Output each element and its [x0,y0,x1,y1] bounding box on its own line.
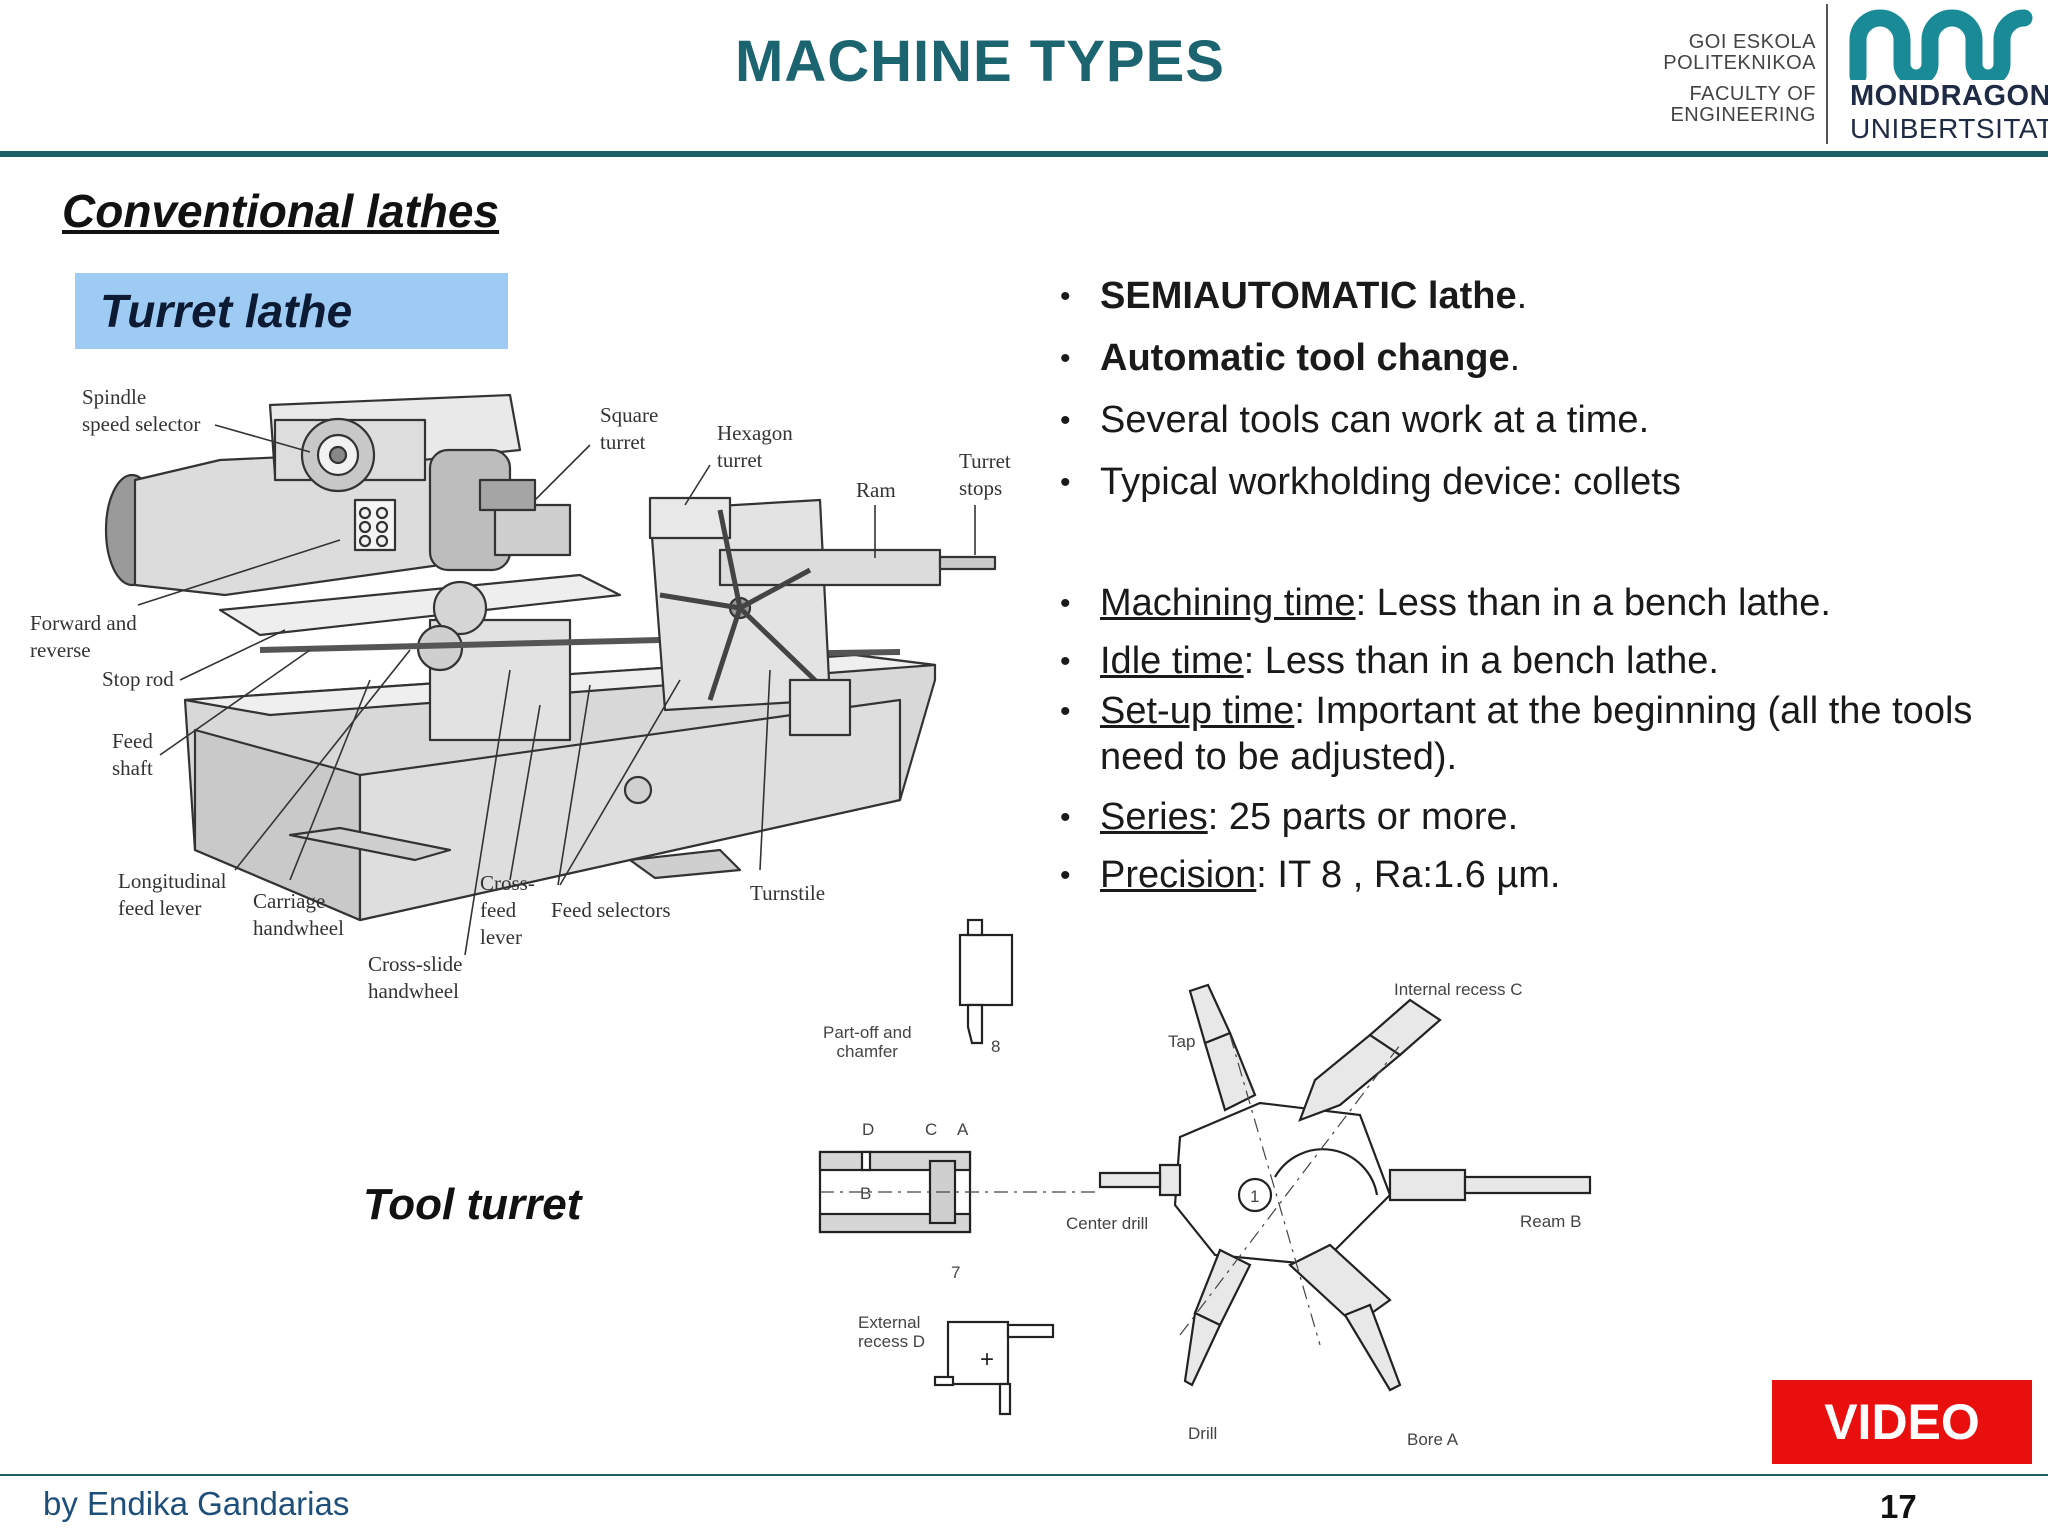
label-internal-recess: Internal recess C [1394,980,1523,999]
tool-turret-diagram [818,918,1592,1416]
bullet-setup-time: •Set-up time: Important at the beginning… [1060,690,1973,778]
bullet-series: •Series: 25 parts or more. [1060,796,1519,838]
header-rule [0,151,2048,157]
label-feed-selectors: Feed selectors [551,898,671,922]
turret-lathe-label: Turret lathe [100,285,353,337]
bullet-machining-time: •Machining time: Less than in a bench la… [1060,582,1831,624]
bullet-idle-time: •Idle time: Less than in a bench lathe. [1060,640,1719,682]
tool-turret-label: Tool turret [363,1180,582,1229]
logo-divider [1826,4,1828,144]
label-turnstile: Turnstile [750,881,826,905]
label-7: 7 [951,1263,961,1282]
logo-line-4: ENGINEERING [1670,104,1816,126]
logo-line-3: FACULTY OF [1689,83,1816,105]
label-ream: Ream B [1520,1212,1582,1231]
label-ram: Ram [856,478,896,502]
label-1: 1 [1250,1187,1260,1206]
slide-title: MACHINE TYPES [735,29,1225,94]
faculty-logo-text: GOI ESKOLA POLITEKNIKOA FACULTY OF ENGIN… [1640,32,1816,126]
label-center-drill: Center drill [1066,1214,1149,1233]
turret-lathe-illustration [104,393,997,956]
footer-author: by Endika Gandarias [43,1485,350,1522]
bullet-semiautomatic: •SEMIAUTOMATIC lathe. [1060,275,1528,317]
bullet-workholding: •Typical workholding device: collets [1060,461,1681,503]
label-8: 8 [991,1037,1001,1056]
logo-line-1: GOI ESKOLA [1688,31,1816,53]
plus-icon: + [980,1346,995,1373]
label-stop-rod: Stop rod [102,667,174,691]
bullet-automatic-tool-change: •Automatic tool change. [1060,337,1521,379]
video-button[interactable]: VIDEO [1772,1380,2032,1464]
label-bore: Bore A [1407,1430,1459,1449]
mondragon-logo-icon [1849,9,2033,80]
label-b: B [860,1184,872,1203]
label-tap: Tap [1168,1032,1196,1051]
page-number: 17 [1880,1488,1917,1525]
footer-rule [0,1474,2048,1476]
label-drill: Drill [1188,1424,1218,1443]
bullet-several-tools: •Several tools can work at a time. [1060,399,1650,441]
section-title: Conventional lathes [62,185,500,237]
label-c: C [925,1120,938,1139]
turret-lathe-label-box [75,273,508,349]
label-d: D [862,1120,875,1139]
logo-unibertsitatea: UNIBERTSITATEA [1850,113,2048,144]
logo-mondragon: MONDRAGON [1850,80,2048,112]
label-a: A [957,1120,969,1139]
logo-line-2: POLITEKNIKOA [1663,52,1816,74]
bullet-precision: •Precision: IT 8 , Ra:1.6 µm. [1060,854,1561,896]
